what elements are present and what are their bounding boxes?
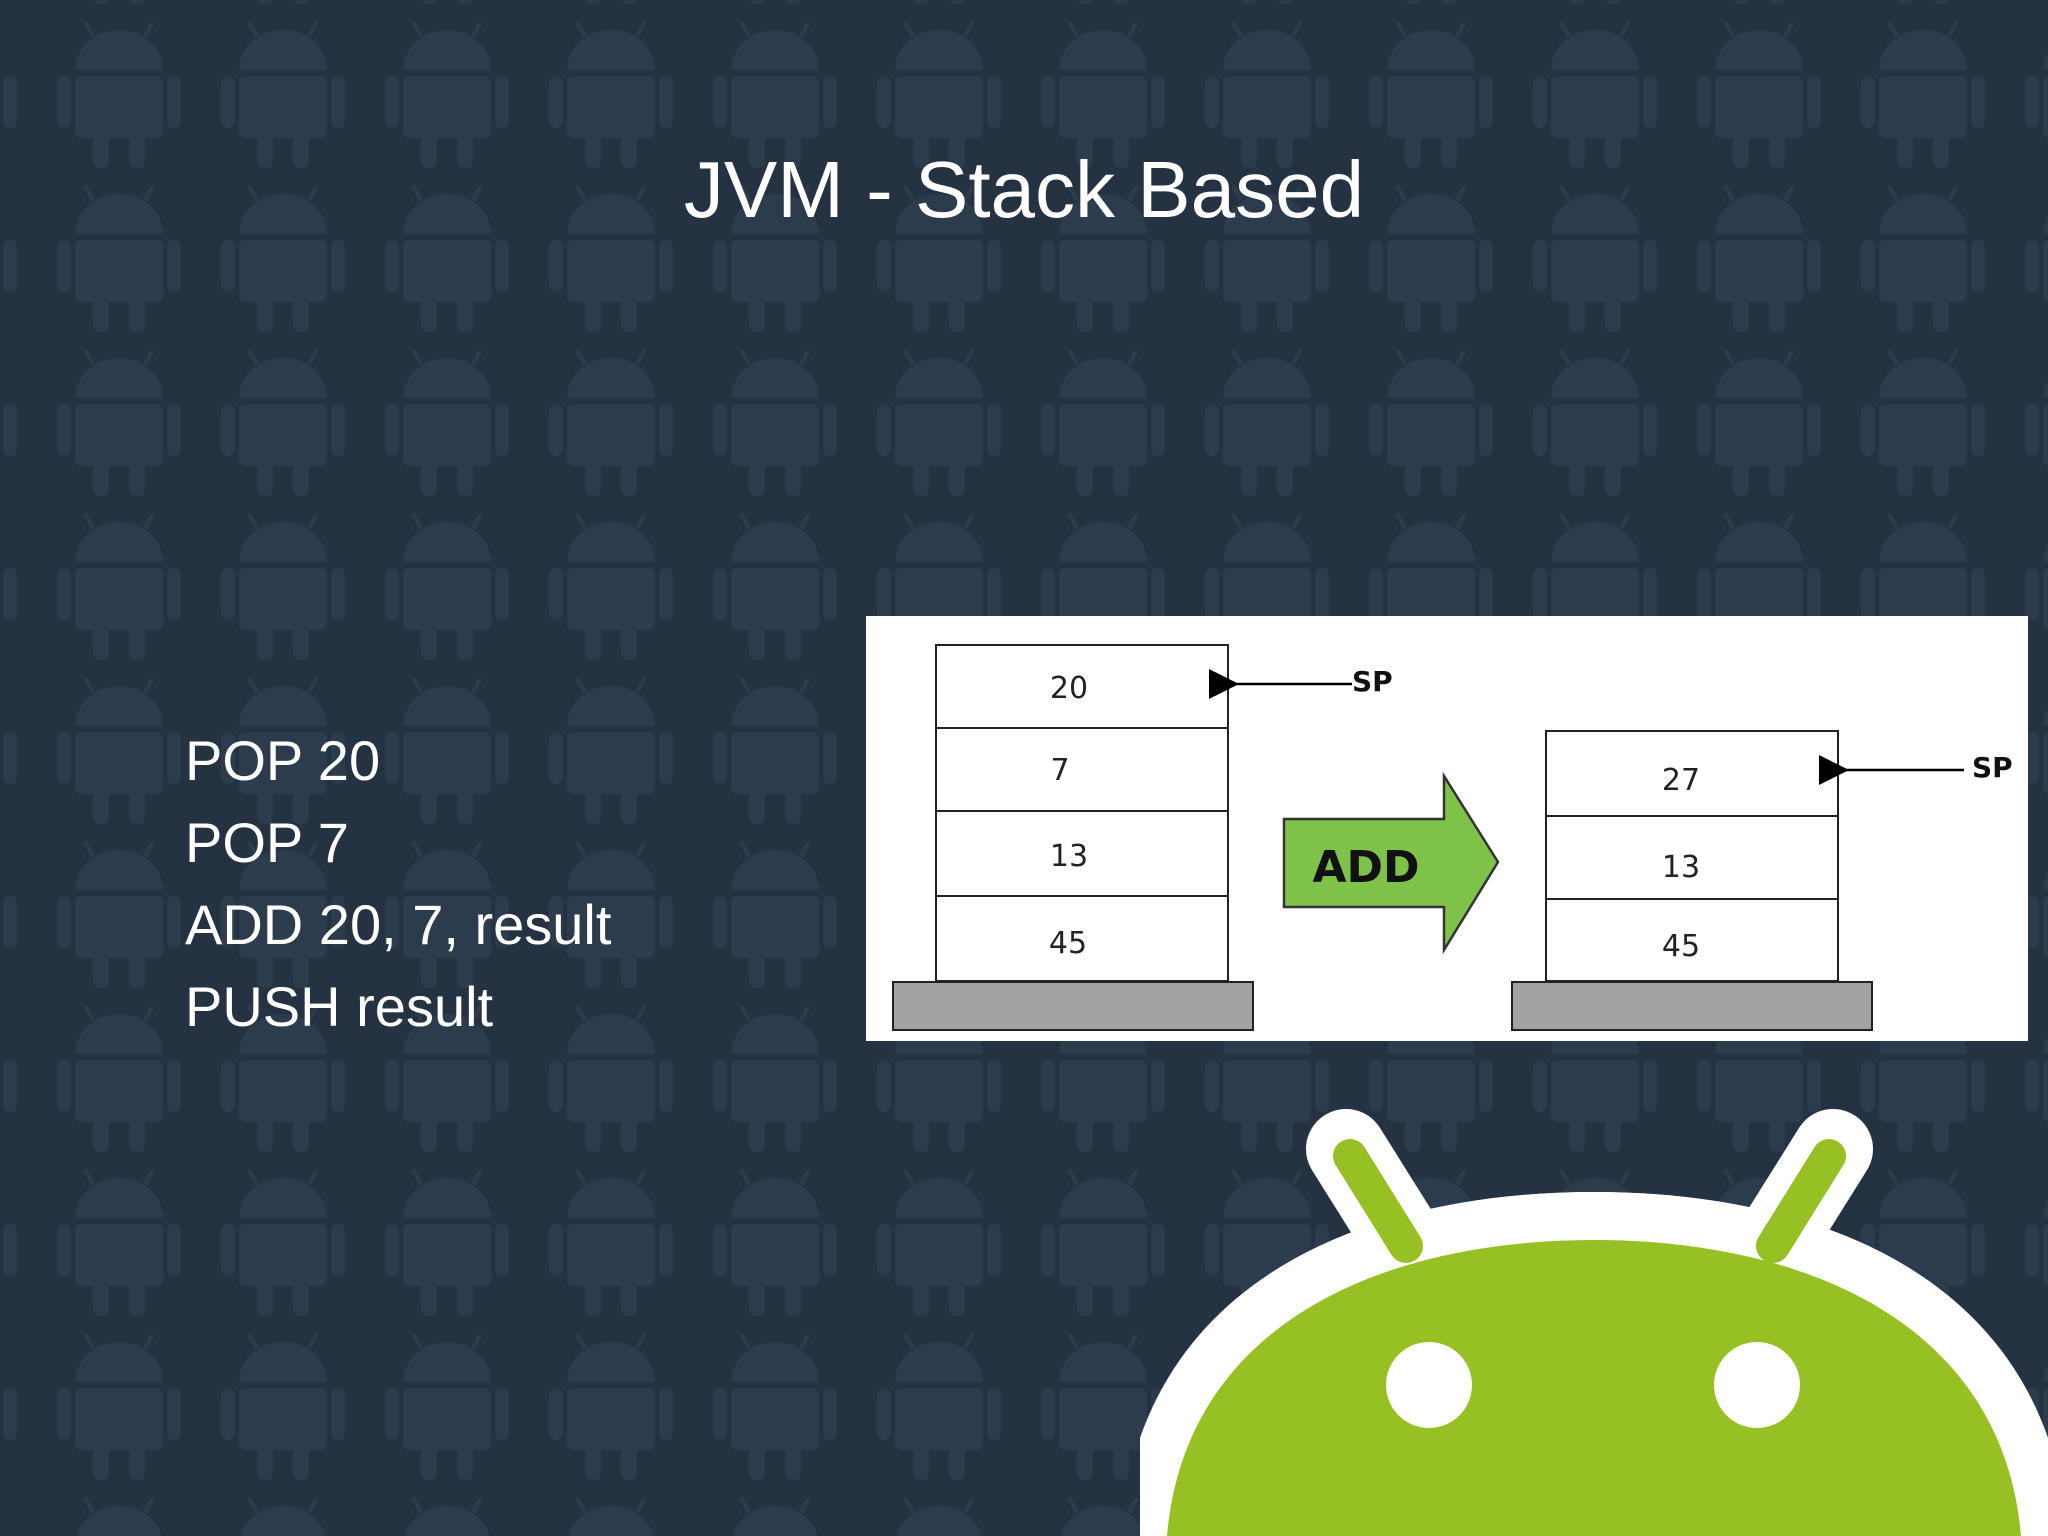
slide-title: JVM - Stack Based [683, 145, 1365, 234]
stack-cell [1545, 730, 1839, 817]
after-stack: 27 13 45 [1511, 730, 1873, 1031]
android-mascot [1140, 1109, 2048, 1536]
stack-base [1511, 981, 1873, 1031]
stack-value: 7 [1050, 753, 1069, 788]
instruction-line: POP 20 [185, 729, 381, 792]
sp-label: SP [1972, 751, 2013, 784]
instruction-line: ADD 20, 7, result [185, 893, 612, 956]
stack-cell [935, 727, 1229, 812]
stack-value: 45 [1662, 929, 1700, 964]
stack-diagram: 20 7 13 45 SP ADD 27 13 45 SP [866, 616, 2028, 1041]
stack-cell [935, 810, 1229, 897]
instruction-line: PUSH result [185, 975, 494, 1038]
stack-value: 27 [1662, 763, 1700, 798]
before-stack: 20 7 13 45 [892, 644, 1254, 1031]
stack-cell [1545, 898, 1839, 982]
stack-value: 20 [1050, 671, 1088, 706]
instruction-line: POP 7 [185, 811, 349, 874]
sp-label: SP [1352, 665, 1393, 698]
stack-cell [1545, 815, 1839, 900]
instruction-list: POP 20 POP 7 ADD 20, 7, result PUSH resu… [185, 720, 611, 1048]
stack-value: 13 [1662, 850, 1700, 885]
android-eye [1386, 1342, 1472, 1428]
add-arrow: ADD [1282, 771, 1500, 955]
stack-value: 13 [1050, 839, 1088, 874]
android-eye [1714, 1342, 1800, 1428]
add-label: ADD [1312, 842, 1419, 893]
stack-base [892, 981, 1254, 1031]
stack-cell [935, 895, 1229, 982]
stack-value: 45 [1049, 926, 1087, 961]
